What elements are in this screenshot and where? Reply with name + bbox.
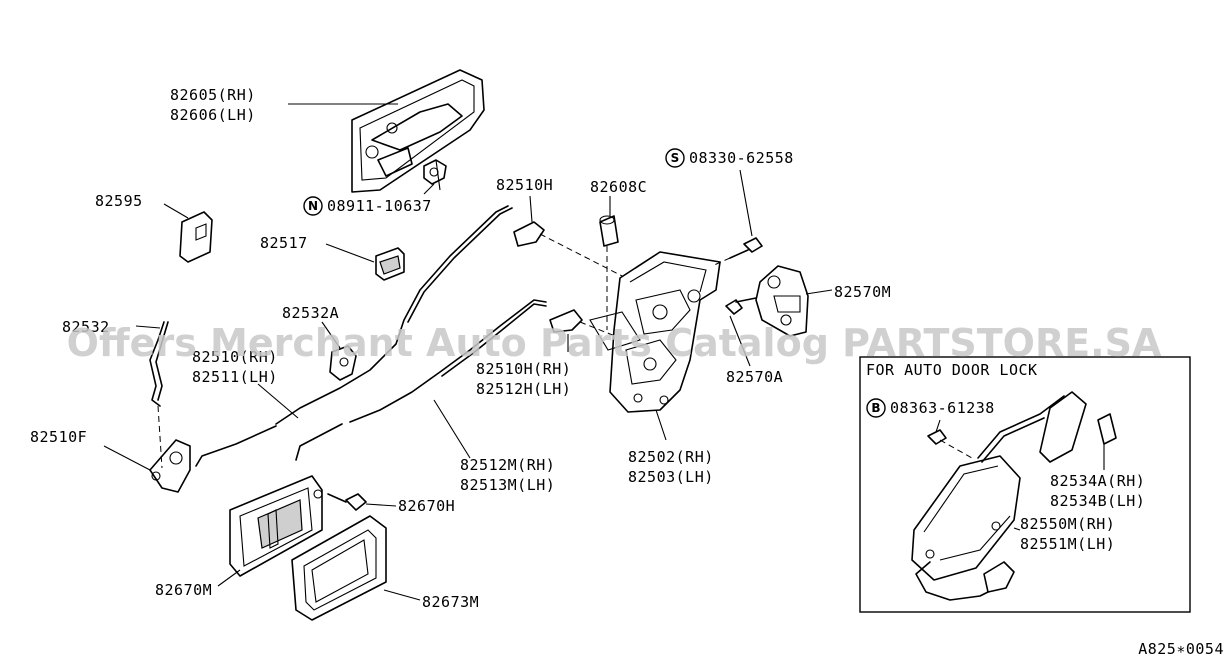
label-82570M: 82570M	[834, 283, 891, 301]
label-82595: 82595	[95, 192, 143, 210]
label-82502: 82502(RH)	[628, 448, 714, 466]
screw-08363	[927, 429, 973, 459]
label-82510F: 82510F	[30, 428, 87, 446]
label-82517: 82517	[260, 234, 308, 252]
label-82532A: 82532A	[282, 304, 339, 322]
clip-82534-small	[1097, 413, 1117, 445]
inset-title: FOR AUTO DOOR LOCK	[866, 361, 1038, 379]
inside-handle-82670M	[229, 475, 323, 577]
label-82670M: 82670M	[155, 581, 212, 599]
nut-08911-part	[423, 159, 447, 191]
label-82534B: 82534B(LH)	[1050, 492, 1145, 510]
circle-mark-n	[303, 196, 323, 216]
label-08330: 08330-62558	[689, 149, 794, 167]
part-82595	[179, 211, 213, 263]
door-lock-assembly-82502	[589, 251, 721, 413]
outside-handle-part	[351, 69, 485, 193]
diagram-code: A825∗0054	[1138, 640, 1224, 658]
label-82606: 82606(LH)	[170, 106, 256, 124]
label-82510-rh: 82510(RH)	[192, 348, 278, 366]
label-82503: 82503(LH)	[628, 468, 714, 486]
escutcheon-82673M	[291, 515, 387, 621]
label-82510H-rh: 82510H(RH)	[476, 360, 571, 378]
circle-mark-b-text: B	[871, 401, 880, 415]
clip-82532A	[329, 345, 357, 381]
label-82670H: 82670H	[398, 497, 455, 515]
actuator-82550M	[911, 455, 1021, 581]
label-82513M: 82513M(LH)	[460, 476, 555, 494]
label-82551M: 82551M(LH)	[1020, 535, 1115, 553]
label-82673M: 82673M	[422, 593, 479, 611]
label-82608C: 82608C	[590, 178, 647, 196]
clip-82510H-mid	[549, 309, 583, 333]
label-82534A: 82534A(RH)	[1050, 472, 1145, 490]
label-82512H-lh: 82512H(LH)	[476, 380, 571, 398]
label-08363: 08363-61238	[890, 399, 995, 417]
striker-82570M	[755, 265, 809, 337]
label-08911: 08911-10637	[327, 197, 432, 215]
screw-08330	[729, 237, 763, 259]
label-82512M: 82512M(RH)	[460, 456, 555, 474]
clip-82510H-top	[513, 221, 545, 247]
label-82510H-top: 82510H	[496, 176, 553, 194]
watermark-text: Offers Merchant Auto Parts Catalog PARTS…	[67, 321, 1162, 365]
rod-knob-82608C	[599, 215, 619, 247]
screw-82570A	[725, 297, 757, 315]
label-82605: 82605(RH)	[170, 86, 256, 104]
part-82517	[375, 247, 405, 281]
circle-mark-b	[866, 398, 886, 418]
circle-mark-s-text: S	[671, 151, 680, 165]
circle-mark-s	[665, 148, 685, 168]
connector-82550M	[983, 561, 1015, 593]
circle-mark-n-text: N	[308, 199, 318, 213]
auto-door-lock-inset	[859, 356, 1191, 613]
bracket-82510F	[149, 439, 191, 493]
label-82532: 82532	[62, 318, 110, 336]
rod-holder-82534A	[1039, 391, 1087, 463]
rod-82512M	[349, 299, 547, 423]
lever-82532	[149, 321, 169, 407]
rod-82510	[275, 205, 509, 425]
label-82511-lh: 82511(LH)	[192, 368, 278, 386]
screw-82670H	[327, 493, 367, 511]
label-82570A: 82570A	[726, 368, 783, 386]
label-82550M: 82550M(RH)	[1020, 515, 1115, 533]
